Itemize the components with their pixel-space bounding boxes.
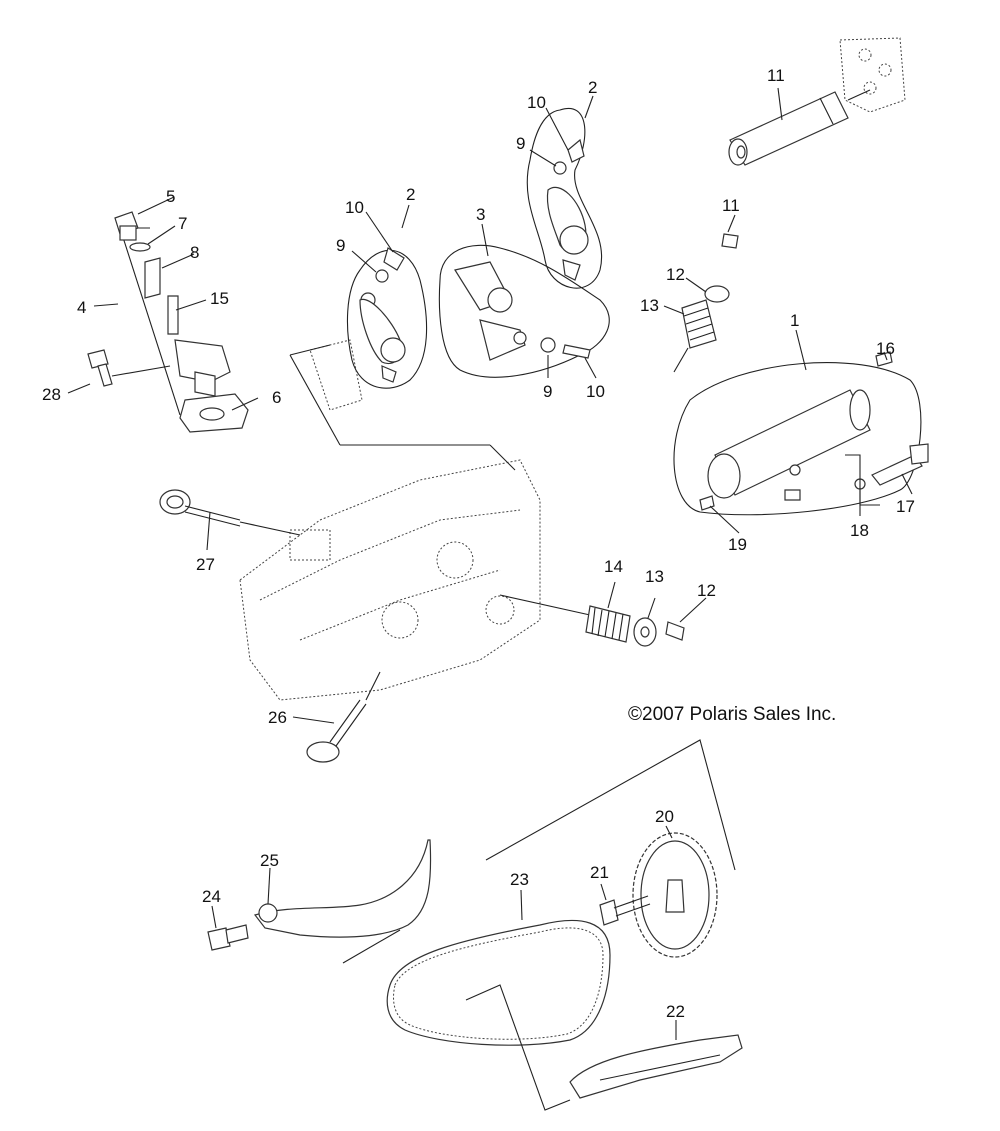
part-2-rocker-group-right <box>526 107 603 289</box>
callout-3: 3 <box>476 205 485 224</box>
callout-12-bottom: 12 <box>697 581 716 600</box>
callout-11-mid: 11 <box>722 196 740 215</box>
callout-12-top: 12 <box>666 265 685 284</box>
guide-group-line <box>465 984 571 1111</box>
part-1-camshaft-group <box>673 351 929 516</box>
part-25-chain-guide <box>253 839 432 964</box>
callout-24: 24 <box>202 887 221 906</box>
part-26-valve <box>306 671 381 763</box>
callout-10-left: 10 <box>345 198 364 217</box>
callout-15: 15 <box>210 289 229 308</box>
callout-13-top: 13 <box>640 296 659 315</box>
part-20-sprocket <box>632 832 718 958</box>
callout-26: 26 <box>268 708 287 727</box>
part-27-valve <box>159 489 301 536</box>
callouts: 1 2 2 3 4 5 6 7 8 9 9 9 10 10 10 11 11 1… <box>42 66 915 1021</box>
callout-9-left: 9 <box>336 236 345 255</box>
callout-9-mid: 9 <box>543 382 552 401</box>
callout-11-top: 11 <box>767 66 785 85</box>
part-22-chain-guide <box>569 1034 743 1099</box>
callout-14: 14 <box>604 557 623 576</box>
callout-27: 27 <box>196 555 215 574</box>
callout-22: 22 <box>666 1002 685 1021</box>
part-2-rocker-group-left <box>346 247 428 389</box>
callout-23: 23 <box>510 870 529 889</box>
valve-spring-assembly <box>499 594 685 647</box>
part-24-bolt <box>207 924 249 951</box>
part-11-shaft <box>728 37 906 166</box>
valve-spring-top <box>673 233 739 373</box>
callout-13-bottom: 13 <box>645 567 664 586</box>
part-3-rocker-arm <box>438 244 610 378</box>
callout-18: 18 <box>850 521 869 540</box>
leader-lines <box>67 87 913 1040</box>
part-21-bolt <box>599 895 651 926</box>
callout-7: 7 <box>178 214 187 233</box>
callout-4: 4 <box>77 298 86 317</box>
part-28-bolt <box>87 349 171 387</box>
callout-25: 25 <box>260 851 279 870</box>
callout-6: 6 <box>272 388 281 407</box>
callout-9-right: 9 <box>516 134 525 153</box>
callout-19: 19 <box>728 535 747 554</box>
callout-5: 5 <box>166 187 175 206</box>
chain-group-line <box>485 739 736 871</box>
copyright-notice: ©2007 Polaris Sales Inc. <box>628 704 836 725</box>
callout-28: 28 <box>42 385 61 404</box>
callout-2-right: 2 <box>588 78 597 97</box>
callout-8: 8 <box>190 243 199 262</box>
cylinder-head <box>239 339 541 701</box>
callout-20: 20 <box>655 807 674 826</box>
callout-21: 21 <box>590 863 609 882</box>
callout-10-mid: 10 <box>586 382 605 401</box>
callout-1: 1 <box>790 311 799 330</box>
callout-2-left: 2 <box>406 185 415 204</box>
callout-16: 16 <box>876 339 895 358</box>
part-4-tensioner-group <box>114 211 249 433</box>
callout-17: 17 <box>896 497 915 516</box>
callout-10-right: 10 <box>527 93 546 112</box>
part-23-timing-chain <box>386 919 611 1046</box>
